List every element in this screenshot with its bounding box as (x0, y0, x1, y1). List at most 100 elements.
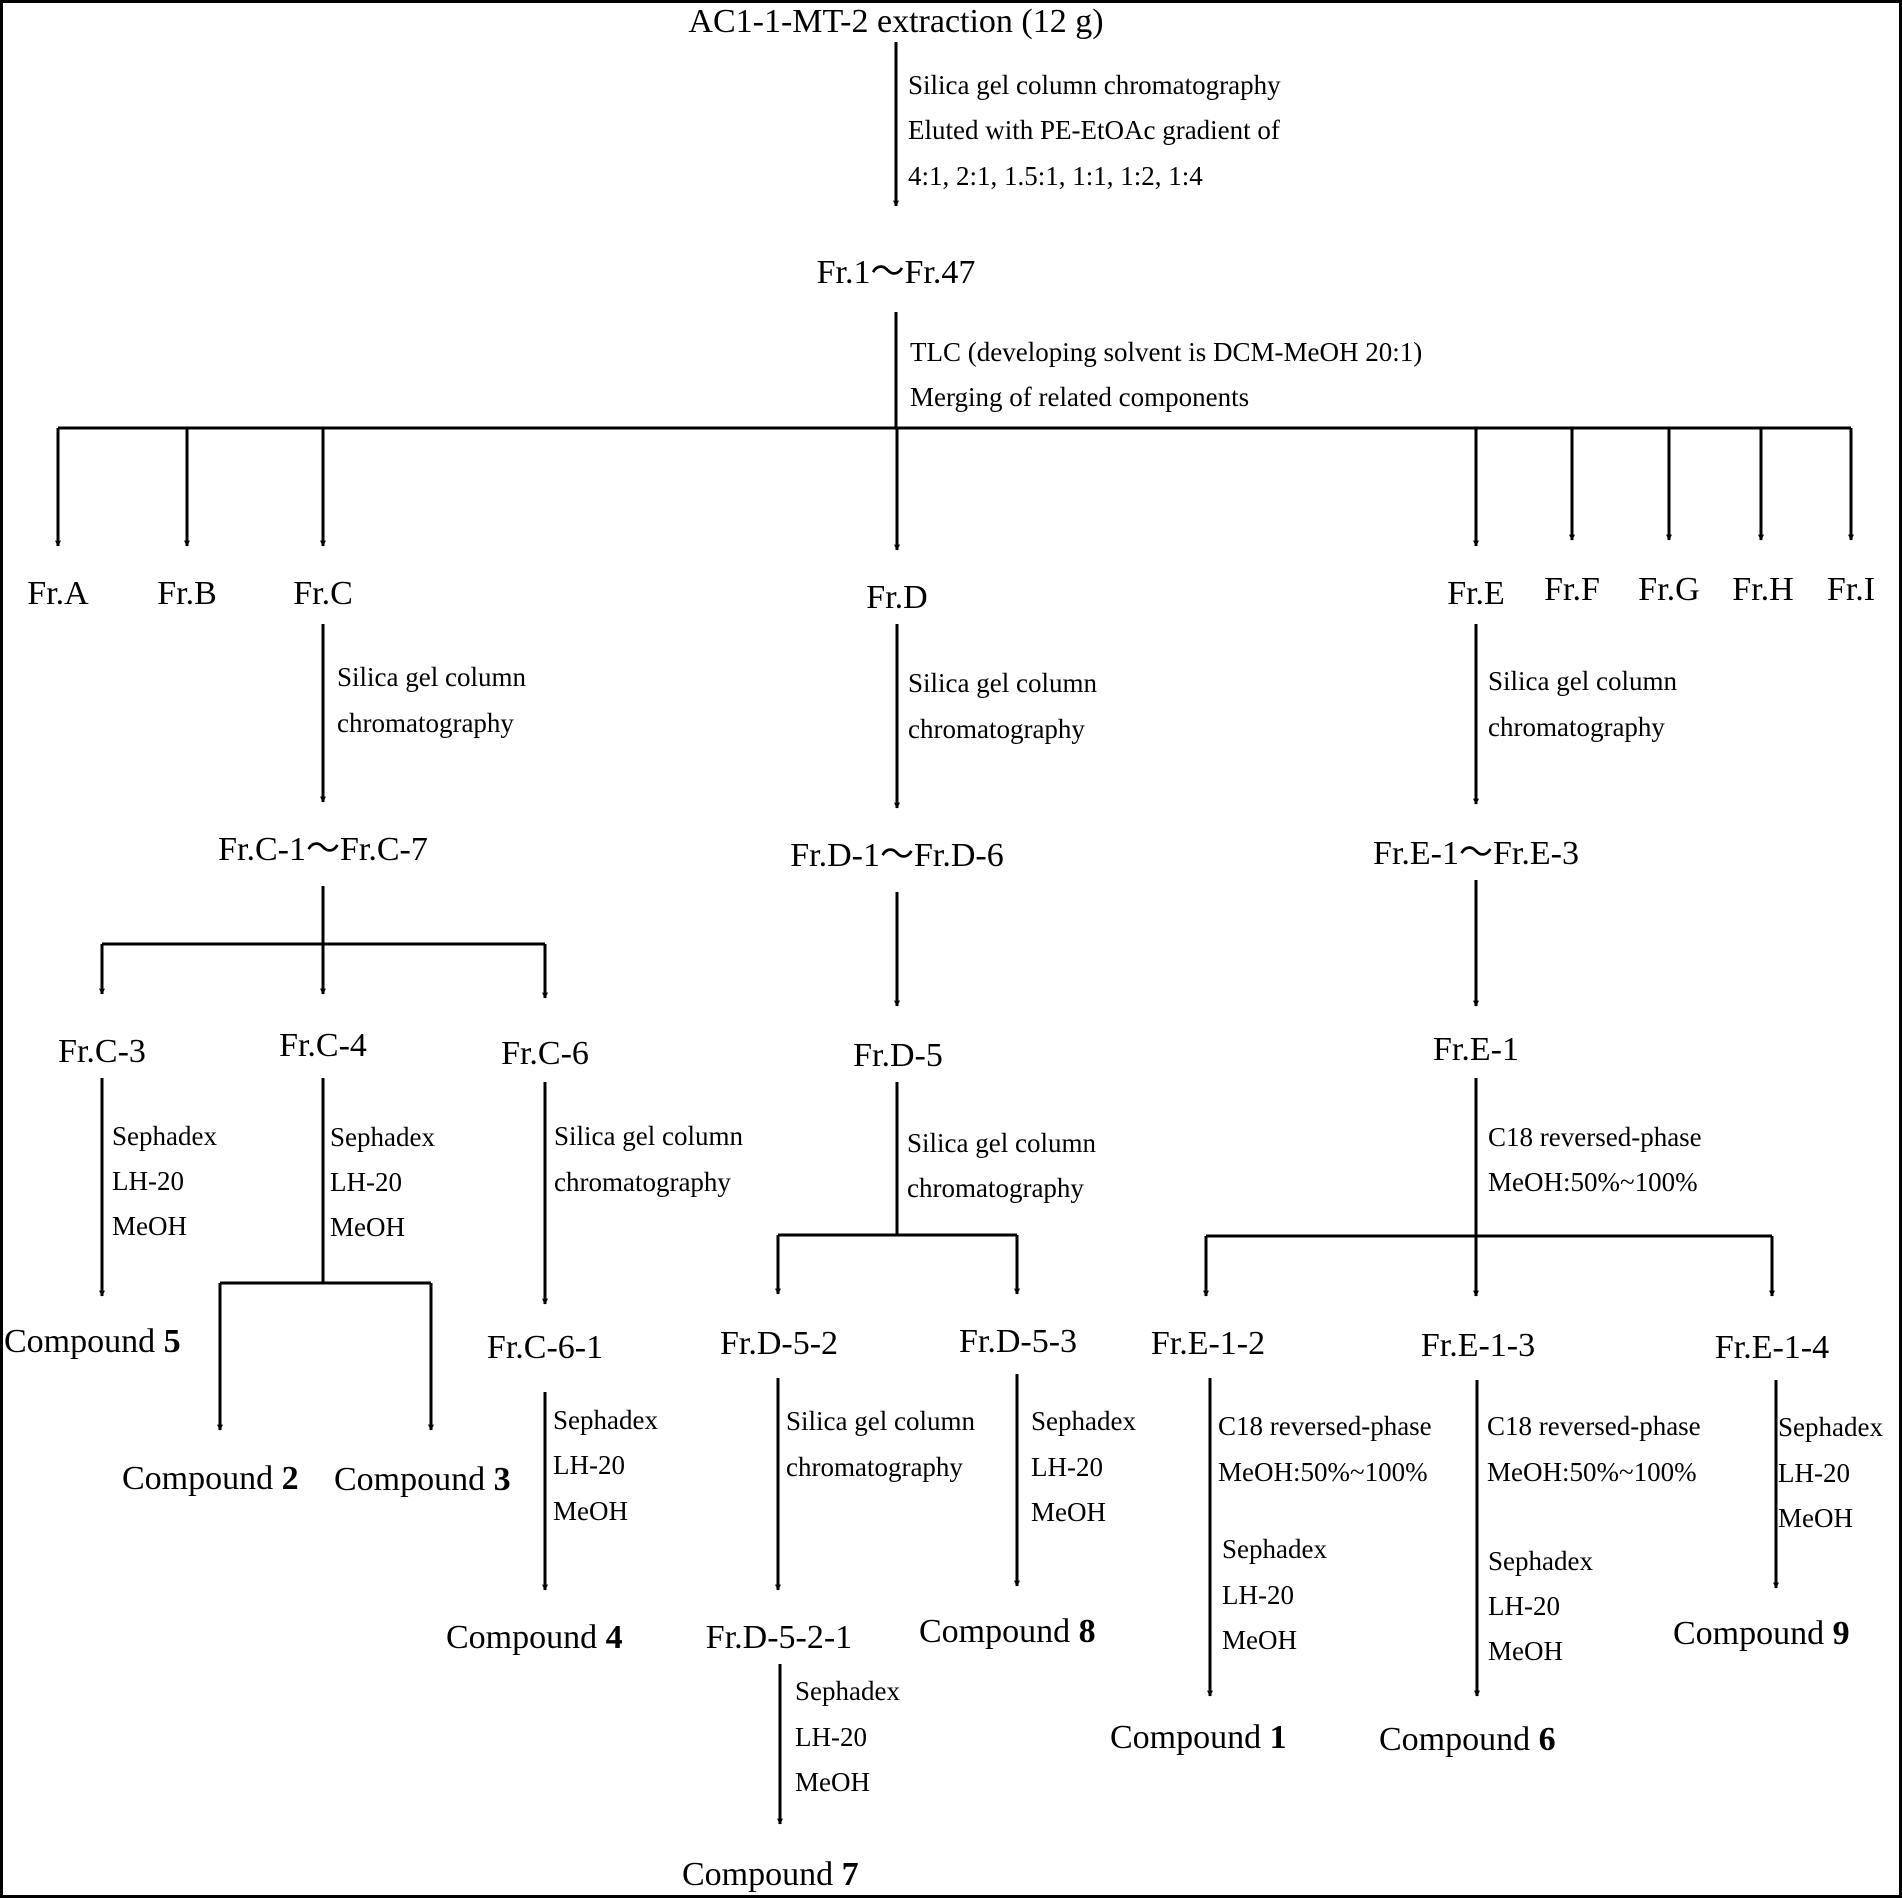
e13-sephadex-notes: Sephadex LH-20 MeOH (1488, 1546, 1593, 1666)
fr-e12-label: Fr.E-1-2 (1151, 1325, 1265, 1362)
d53-sephadex-notes: Sephadex LH-20 MeOH (1031, 1406, 1136, 1527)
fr-d52-label: Fr.D-5-2 (720, 1325, 838, 1362)
connectors (55, 42, 1854, 1825)
e12-sephadex-line-1: Sephadex (1222, 1534, 1327, 1564)
fr-c4-label: Fr.C-4 (279, 1027, 367, 1064)
c6-silica-line-2: chromatography (554, 1167, 731, 1197)
e-silica-line-2: chromatography (1488, 712, 1665, 742)
fr-e-range-label: Fr.E-1～Fr.E-3 (1373, 835, 1579, 872)
c4-sephadex-notes: Sephadex LH-20 MeOH (330, 1122, 435, 1242)
c6-silica-line-1: Silica gel column (554, 1121, 743, 1151)
fr-h-label: Fr.H (1732, 571, 1793, 608)
d-silica-line-1: Silica gel column (908, 668, 1097, 698)
fr-f-label: Fr.F (1544, 571, 1600, 608)
e13-sephadex-line-3: MeOH (1488, 1636, 1563, 1666)
compound-6-label: Compound 6 (1379, 1721, 1556, 1758)
fr-d5-label: Fr.D-5 (853, 1037, 943, 1074)
compound-8-number: 8 (1079, 1613, 1096, 1650)
fr-c-range-label: Fr.C-1～Fr.C-7 (218, 831, 428, 868)
compound-3-label: Compound 3 (334, 1461, 511, 1498)
d-silica-line-2: chromatography (908, 714, 1085, 744)
d5-silica-notes: Silica gel column chromatography (907, 1128, 1096, 1203)
c3-sephadex-notes: Sephadex LH-20 MeOH (112, 1121, 217, 1241)
e1-c18-notes: C18 reversed-phase MeOH:50%~100% (1488, 1122, 1702, 1197)
e12-c18-line-1: C18 reversed-phase (1218, 1411, 1432, 1441)
fr-e14-label: Fr.E-1-4 (1715, 1329, 1829, 1366)
compound-3-word: Compound (334, 1461, 485, 1498)
d5-silica-line-2: chromatography (907, 1173, 1084, 1203)
fr-e-label: Fr.E (1447, 575, 1505, 612)
d53-sephadex-line-1: Sephadex (1031, 1406, 1136, 1436)
fractions-all-label: Fr.1～Fr.47 (817, 254, 976, 291)
d53-sephadex-line-2: LH-20 (1031, 1452, 1103, 1482)
e13-sephadex-line-2: LH-20 (1488, 1591, 1560, 1621)
compound-8-label: Compound 8 (919, 1613, 1096, 1650)
step1-line-2: Eluted with PE-EtOAc gradient of (908, 115, 1280, 145)
c-silica-notes: Silica gel column chromatography (337, 662, 526, 738)
compound-7-word: Compound (682, 1856, 833, 1893)
compound-5-word: Compound (4, 1323, 155, 1360)
e12-sephadex-line-2: LH-20 (1222, 1580, 1294, 1610)
step2-notes: TLC (developing solvent is DCM-MeOH 20:1… (910, 337, 1422, 412)
e12-c18-notes: C18 reversed-phase MeOH:50%~100% (1218, 1411, 1432, 1487)
compound-8-word: Compound (919, 1613, 1070, 1650)
d52-silica-line-2: chromatography (786, 1452, 963, 1482)
compound-1-number: 1 (1270, 1719, 1287, 1756)
d53-sephadex-line-3: MeOH (1031, 1497, 1106, 1527)
d521-sephadex-line-3: MeOH (795, 1767, 870, 1797)
e13-c18-notes: C18 reversed-phase MeOH:50%~100% (1487, 1411, 1701, 1487)
fr-g-label: Fr.G (1638, 571, 1699, 608)
compound-2-label: Compound 2 (122, 1460, 299, 1497)
fr-e1-label: Fr.E-1 (1433, 1031, 1519, 1068)
d-silica-notes: Silica gel column chromatography (908, 668, 1097, 744)
fr-e13-label: Fr.E-1-3 (1421, 1327, 1535, 1364)
fr-c3-label: Fr.C-3 (58, 1033, 146, 1070)
e13-c18-line-2: MeOH:50%~100% (1487, 1457, 1697, 1487)
d521-sephadex-line-2: LH-20 (795, 1722, 867, 1752)
d52-silica-line-1: Silica gel column (786, 1406, 975, 1436)
e13-sephadex-line-1: Sephadex (1488, 1546, 1593, 1576)
compound-1-word: Compound (1110, 1719, 1261, 1756)
fr-i-label: Fr.I (1827, 571, 1875, 608)
e1-c18-line-1: C18 reversed-phase (1488, 1122, 1702, 1152)
fr-c-label: Fr.C (293, 575, 353, 612)
e14-sephadex-line-1: Sephadex (1778, 1412, 1883, 1442)
step2-line-1: TLC (developing solvent is DCM-MeOH 20:1… (910, 337, 1422, 367)
c3-sephadex-line-2: LH-20 (112, 1166, 184, 1196)
e1-c18-line-2: MeOH:50%~100% (1488, 1167, 1698, 1197)
fr-b-label: Fr.B (157, 575, 217, 612)
e13-c18-line-1: C18 reversed-phase (1487, 1411, 1701, 1441)
compound-2-word: Compound (122, 1460, 273, 1497)
c61-sephadex-line-2: LH-20 (553, 1450, 625, 1480)
compound-4-number: 4 (606, 1619, 623, 1656)
c4-sephadex-line-3: MeOH (330, 1212, 405, 1242)
c3-sephadex-line-1: Sephadex (112, 1121, 217, 1151)
compound-9-number: 9 (1833, 1615, 1850, 1652)
c61-sephadex-notes: Sephadex LH-20 MeOH (553, 1405, 658, 1526)
e14-sephadex-notes: Sephadex LH-20 MeOH (1778, 1412, 1883, 1533)
compound-6-word: Compound (1379, 1721, 1530, 1758)
e14-sephadex-line-2: LH-20 (1778, 1458, 1850, 1488)
e12-sephadex-line-3: MeOH (1222, 1625, 1297, 1655)
c3-sephadex-line-3: MeOH (112, 1211, 187, 1241)
c6-silica-notes: Silica gel column chromatography (554, 1121, 743, 1197)
compound-1-label: Compound 1 (1110, 1719, 1287, 1756)
compound-4-label: Compound 4 (446, 1619, 623, 1656)
compound-2-number: 2 (282, 1460, 299, 1497)
compound-9-label: Compound 9 (1673, 1615, 1850, 1652)
fr-d521-label: Fr.D-5-2-1 (706, 1619, 852, 1656)
c-silica-line-1: Silica gel column (337, 662, 526, 692)
e14-sephadex-line-3: MeOH (1778, 1503, 1853, 1533)
fr-d-range-label: Fr.D-1～Fr.D-6 (790, 837, 1003, 874)
step2-line-2: Merging of related components (910, 382, 1249, 412)
fr-c6-label: Fr.C-6 (501, 1035, 589, 1072)
fr-d-label: Fr.D (866, 579, 927, 616)
root-label: AC1-1-MT-2 extraction (12 g) (688, 3, 1103, 40)
c4-sephadex-line-2: LH-20 (330, 1167, 402, 1197)
e-silica-line-1: Silica gel column (1488, 666, 1677, 696)
c-silica-line-2: chromatography (337, 708, 514, 738)
compound-7-number: 7 (842, 1856, 859, 1893)
compound-5-label: Compound 5 (4, 1323, 181, 1360)
